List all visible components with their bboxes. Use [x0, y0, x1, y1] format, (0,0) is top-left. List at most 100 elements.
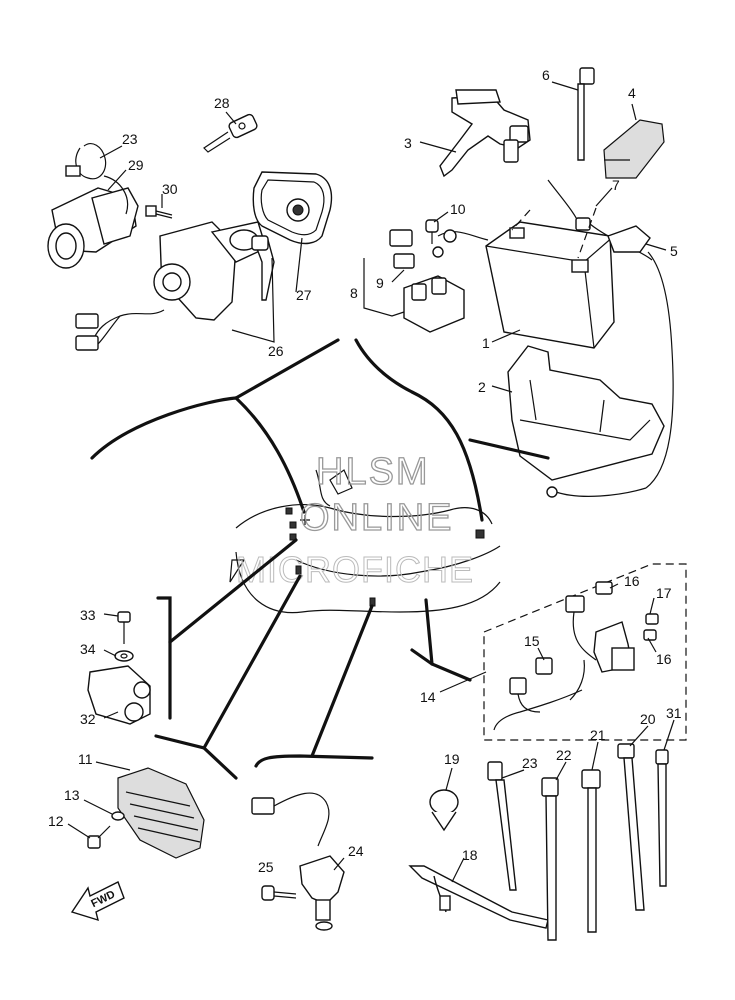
dash-battery-1: [511, 209, 531, 231]
dash-battery-2: [577, 207, 597, 259]
callout-26: 26: [268, 343, 284, 359]
part-11-rectifier-regulator: [117, 767, 205, 859]
part-22-cable-tie: [541, 777, 559, 941]
part-2-battery-box: [507, 345, 665, 481]
leader-4: [631, 103, 637, 121]
part-8-starter-relay: [403, 275, 465, 333]
callout-23b: 23: [522, 755, 538, 771]
callout-2: 2: [478, 379, 486, 395]
leader-14: [439, 671, 487, 693]
leader-1: [491, 329, 521, 343]
callout-18: 18: [462, 847, 478, 863]
part-18-cable-tie: [408, 865, 549, 929]
leader-3: [419, 141, 457, 153]
callout-33: 33: [80, 607, 96, 623]
leader-23: [99, 145, 123, 159]
callout-14: 14: [420, 689, 436, 705]
part-14-wire-harness-box: [483, 563, 687, 741]
watermark-line-1: HLSM: [316, 451, 430, 493]
bracket-harness: [410, 648, 472, 682]
callout-16b: 16: [656, 651, 672, 667]
part-29-bracket-with-cover: [47, 175, 139, 269]
leader-8: [363, 258, 405, 317]
bracket-left-32: [156, 596, 172, 720]
callout-30: 30: [162, 181, 178, 197]
leader-18: [451, 857, 465, 883]
part-27-key-shutter-cover: [252, 171, 333, 245]
part-33-bolt: [117, 611, 131, 644]
pointer-curve-right: [410, 390, 484, 522]
leader-5: [645, 243, 667, 251]
leader-21: [591, 741, 599, 771]
callout-27: 27: [296, 287, 312, 303]
part-9-fuse: [389, 229, 415, 269]
leader-32: [103, 711, 119, 719]
leader-15: [537, 647, 545, 661]
callout-12: 12: [48, 813, 64, 829]
part-13-washer: [111, 811, 125, 821]
motorcycle-frame-outline: [229, 469, 501, 614]
leader-19: [445, 767, 453, 791]
callout-19: 19: [444, 751, 460, 767]
part-26-main-switch-assembly: [75, 221, 275, 351]
callout-31: 31: [666, 705, 682, 721]
part-24-sidestand-switch: [251, 792, 345, 931]
callout-23a: 23: [122, 131, 138, 147]
callout-16a: 16: [624, 573, 640, 589]
part-23-wire-harness-clip: [65, 143, 107, 180]
part-28-key: [203, 113, 258, 153]
leader-24: [333, 857, 345, 871]
pointer-to-32: [168, 538, 298, 644]
part-34-washer: [114, 650, 134, 662]
callout-7: 7: [612, 177, 620, 193]
part-4-battery-cover-rubber: [603, 119, 665, 179]
leader-31: [663, 719, 675, 751]
bracket-regulator: [154, 734, 238, 780]
part-6-cable-tie: [577, 67, 595, 161]
leader-10: [433, 211, 449, 223]
callout-3: 3: [404, 135, 412, 151]
callout-1: 1: [482, 335, 490, 351]
callout-6: 6: [542, 67, 550, 83]
pointer-curve-right-top: [354, 338, 414, 394]
part-5-positive-lead-cap: [607, 225, 674, 489]
callout-10: 10: [450, 201, 466, 217]
callout-15: 15: [524, 633, 540, 649]
leader-28: [225, 111, 237, 125]
callout-4: 4: [628, 85, 636, 101]
leader-34: [103, 649, 117, 657]
leader-22: [555, 761, 567, 781]
leader-16a: [609, 583, 619, 589]
leader-7: [595, 187, 613, 207]
pointer-to-regulator: [202, 574, 302, 750]
callout-11: 11: [78, 751, 93, 767]
pointer-to-harness: [424, 598, 434, 666]
callout-8: 8: [350, 285, 358, 301]
leader-13: [83, 799, 113, 815]
pointer-curve-left-down: [234, 396, 306, 514]
leader-29: [107, 169, 127, 191]
part-32-lean-angle-sensor: [87, 665, 151, 725]
part-31-cable-tie: [655, 749, 669, 887]
leader-2: [491, 385, 513, 393]
callout-20: 20: [640, 711, 656, 727]
leader-33: [103, 613, 119, 617]
part-10-bolt: [425, 219, 489, 258]
leader-11: [95, 761, 131, 771]
part-20-cable-tie: [617, 743, 645, 911]
part-1-battery: [485, 221, 615, 349]
part-21-cable-tie: [581, 769, 601, 933]
watermark-line-3: MICROFICHE: [236, 549, 474, 590]
leader-16b: [647, 637, 657, 653]
bracket-sidestand: [254, 754, 374, 768]
pointer-line-to-switch: [234, 338, 340, 400]
watermark-line-2: ONLINE: [300, 497, 453, 539]
callout-9: 9: [376, 275, 384, 291]
part-3-battery-band-bracket: [439, 89, 531, 178]
leader-17: [649, 597, 655, 615]
callout-28: 28: [214, 95, 230, 111]
part-12-bolt: [87, 825, 111, 849]
part-5-ground-lead: [546, 486, 647, 498]
leader-23b: [501, 769, 525, 779]
